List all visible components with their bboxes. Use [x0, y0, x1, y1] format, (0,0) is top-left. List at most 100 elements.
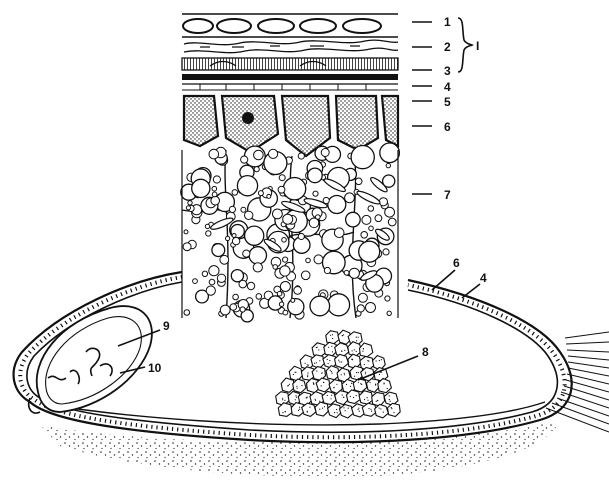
starch-grain: [346, 212, 361, 227]
cluster-cell-dot: [381, 372, 382, 373]
starch-grain: [310, 296, 330, 316]
cluster-cell-dot: [387, 388, 388, 389]
cluster-cell: [293, 379, 306, 393]
starch-grain: [253, 263, 262, 272]
starch-grain: [205, 224, 209, 228]
cluster-cell-dot: [321, 373, 322, 374]
starch-grain: [220, 305, 230, 315]
cluster-cell-dot: [307, 376, 308, 377]
starch-grain: [254, 150, 264, 160]
cluster-cell-dot: [307, 372, 308, 373]
label-4: 4: [444, 80, 451, 94]
cluster-cell-dot: [318, 349, 319, 350]
starch-grain: [209, 149, 219, 159]
starch-grain: [240, 307, 245, 312]
starch-grain: [188, 201, 192, 205]
starch-grain: [334, 228, 344, 238]
starch-grain: [220, 255, 229, 264]
cluster-cell-dot: [370, 409, 371, 410]
starch-grain: [232, 234, 236, 238]
starch-grain: [229, 206, 235, 212]
cluster-cell-dot: [391, 407, 392, 408]
cluster-cell-dot: [330, 335, 331, 336]
cluster-cell-dot: [328, 347, 329, 348]
cluster-cell-dot: [389, 395, 390, 396]
cluster-cell-dot: [358, 382, 359, 383]
starch-grain: [209, 266, 219, 276]
starch-grain: [328, 196, 346, 214]
cluster-cell-dot: [351, 383, 352, 384]
cluster-cell-dot: [352, 359, 353, 360]
cluster-cell-dot: [367, 360, 368, 361]
cluster-cell-dot: [307, 364, 308, 365]
cluster-cell-dot: [295, 399, 296, 400]
cluster-cell-dot: [316, 370, 317, 371]
cluster-cell-dot: [358, 408, 359, 409]
starch-grain: [344, 270, 349, 275]
starch-grain: [361, 232, 368, 239]
cluster-cell-dot: [336, 409, 337, 410]
starch-grain: [288, 299, 304, 315]
cluster-cell: [326, 331, 339, 344]
starch-grain: [249, 247, 266, 264]
starch-grain: [280, 282, 290, 292]
starch-grain: [388, 218, 396, 226]
cluster-cell-dot: [319, 360, 320, 361]
cluster-cell: [328, 404, 342, 418]
cluster-cell-dot: [282, 412, 283, 413]
starch-grain: [254, 167, 259, 172]
cluster-cell-dot: [324, 406, 325, 407]
starch-grain: [247, 282, 254, 289]
starch-grain: [226, 236, 230, 240]
cluster-cell-dot: [391, 408, 392, 409]
starch-grain: [258, 191, 263, 196]
cluster-cell-dot: [284, 400, 285, 401]
cluster-cell: [340, 405, 354, 419]
cluster-cell: [388, 403, 401, 416]
cluster-cell-dot: [375, 384, 376, 385]
starch-grain: [211, 196, 220, 205]
cluster-cell-dot: [341, 361, 342, 362]
cluster-cell-dot: [345, 410, 346, 411]
starch-grain: [316, 215, 321, 220]
cluster-cell-dot: [333, 387, 334, 388]
cluster-cell-dot: [390, 401, 391, 402]
cluster-cell: [360, 343, 373, 357]
cluster-cell: [353, 379, 367, 392]
starch-grain: [383, 249, 389, 255]
starch-grain: [328, 294, 350, 316]
cluster-cell-dot: [344, 374, 345, 375]
starch-grain: [379, 198, 387, 206]
starch-grain: [278, 186, 285, 193]
cluster-cell-dot: [282, 399, 283, 400]
cluster-cell-dot: [354, 376, 355, 377]
cluster-cell-dot: [332, 373, 333, 374]
starch-grain: [283, 257, 288, 262]
cluster-cell-dot: [307, 375, 308, 376]
starch-grain: [273, 209, 283, 219]
starch-grain: [230, 304, 237, 311]
starch-grain: [349, 268, 359, 278]
starch-grain: [385, 296, 390, 301]
starch-grain: [321, 149, 329, 157]
label-seed-6: 6: [453, 256, 460, 270]
starch-grain: [267, 194, 271, 198]
starch-grain: [368, 206, 374, 212]
starch-grain: [245, 226, 264, 245]
starch-grain: [359, 241, 380, 262]
cluster-cell-dot: [393, 412, 394, 413]
starch-grain: [212, 192, 217, 197]
starch-grain: [358, 293, 367, 302]
cluster-cell-dot: [353, 397, 354, 398]
starch-grain: [369, 226, 374, 231]
cluster-cell: [359, 391, 373, 405]
cluster-cell: [384, 392, 398, 405]
cluster-cell-dot: [370, 382, 371, 383]
cluster-cell-dot: [321, 385, 322, 386]
cluster-cell-dot: [315, 399, 316, 400]
cluster-cell-dot: [356, 337, 357, 338]
starch-grain: [206, 286, 215, 295]
cluster-cell-dot: [354, 349, 355, 350]
tissue-section: [181, 10, 400, 322]
cluster-cell-dot: [288, 385, 289, 386]
